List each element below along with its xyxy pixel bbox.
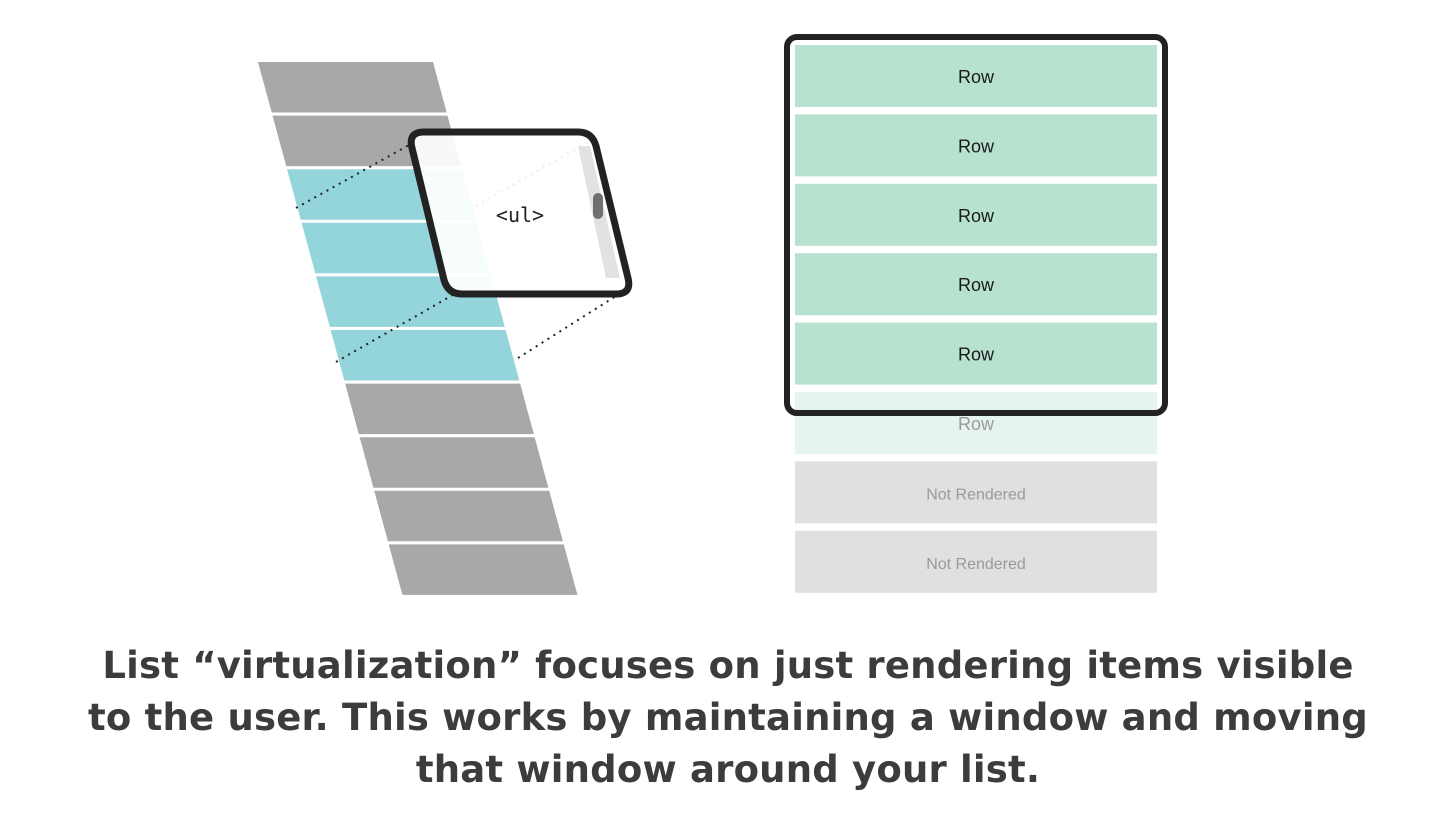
row-label: Row [958, 275, 995, 295]
list-item [359, 437, 549, 488]
list-item [345, 383, 534, 435]
row-label: Row [958, 206, 995, 226]
ul-code-label: <ul> [496, 203, 544, 227]
row-label: Not Rendered [926, 486, 1026, 503]
list-row-rendered: Row [795, 183, 1157, 246]
list-row-rendered: Row [795, 45, 1157, 107]
row-background [795, 45, 1157, 107]
row-background [795, 530, 1157, 593]
list-item [388, 544, 578, 595]
caption-text: List “virtualization” focuses on just re… [88, 644, 1368, 791]
list-row-not-rendered: Not Rendered [795, 461, 1157, 524]
scrollbar-thumb [593, 193, 603, 219]
render-window-outline [784, 34, 1168, 416]
list-item-visible [330, 330, 520, 381]
row-background [795, 183, 1157, 246]
row-label: Row [958, 414, 995, 434]
row-background [795, 114, 1157, 177]
row-label: Row [958, 67, 995, 87]
row-background [795, 253, 1157, 316]
list-row-rendered: Row [795, 114, 1157, 177]
list-item [258, 62, 447, 113]
list-row-not-rendered: Not Rendered [795, 530, 1157, 593]
projection-line [517, 295, 617, 359]
viewport-window: <ul> [407, 128, 633, 298]
window-frame [407, 128, 633, 298]
perspective-list [258, 62, 578, 595]
projection-line [335, 291, 459, 363]
list-item [374, 490, 563, 542]
row-label: Not Rendered [926, 556, 1026, 573]
row-background [795, 392, 1157, 454]
row-background [795, 322, 1157, 385]
row-background [795, 461, 1157, 524]
row-label: Row [958, 136, 995, 156]
list-row-rendered: Row [795, 253, 1157, 316]
list-row-buffer: Row [795, 392, 1157, 454]
row-label: Row [958, 345, 995, 365]
list-row-rendered: Row [795, 322, 1157, 385]
